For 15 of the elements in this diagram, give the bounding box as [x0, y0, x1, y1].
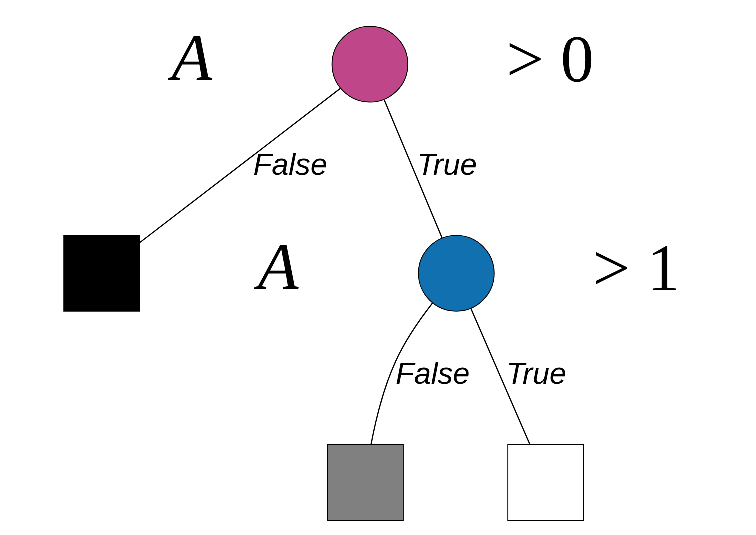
node-box [63, 235, 140, 312]
edge-label: True [506, 358, 566, 392]
connector [139, 88, 340, 244]
node-circle [331, 26, 408, 103]
node-box [326, 444, 404, 522]
edge-label: False [395, 358, 470, 392]
edge-label: True [416, 149, 477, 182]
node-box [507, 444, 584, 522]
node-label: > 0 [506, 23, 594, 96]
connector [370, 303, 433, 444]
node-label: > 1 [592, 232, 680, 306]
connector [470, 308, 530, 444]
connector [383, 100, 442, 238]
edge-label: False [252, 149, 328, 182]
node-circle [418, 235, 494, 312]
